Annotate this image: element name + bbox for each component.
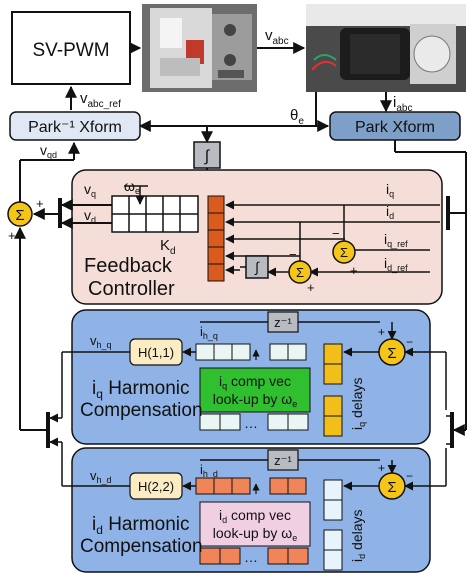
label-i-d: id <box>386 203 394 221</box>
label-v-qd: vqd <box>40 142 57 160</box>
inverse-park-label: Park⁻¹ Xform <box>28 119 122 136</box>
iq-lookup-line1: iq comp vec <box>219 373 291 391</box>
iq-delays-label: iq delays <box>349 378 367 431</box>
id-delays-label: id delays <box>349 510 367 563</box>
label-v-abc-ref: vabc_ref <box>80 90 121 110</box>
park-label: Park Xform <box>355 119 435 136</box>
svg-text:Σ: Σ <box>340 245 348 260</box>
label-i-h-q: ih_q <box>200 324 218 341</box>
svg-text:…: … <box>244 549 258 565</box>
svg-text:+: + <box>378 325 385 339</box>
label-v-h-q: vh_q <box>90 333 112 350</box>
label-i-abc: iabc <box>393 94 412 114</box>
iq-delay-column <box>323 343 343 437</box>
mux-bar-right-bottom <box>450 412 454 448</box>
svg-text:−: − <box>332 226 340 241</box>
id-lookup-block <box>199 501 311 547</box>
feedback-gain-column <box>207 195 225 282</box>
iq-vector-cells <box>199 413 309 431</box>
id-vector-cells <box>199 547 309 565</box>
label-i-q-ref: iq_ref <box>384 231 408 249</box>
svpwm-label: SV-PWM <box>32 40 109 61</box>
id-history-cells <box>195 477 307 495</box>
id-harmonic-title-1: id Harmonic <box>92 514 190 537</box>
svg-text:Σ: Σ <box>387 345 396 362</box>
label-v-h-d: vh_d <box>90 468 112 485</box>
feedback-controller-title-1: Feedback <box>84 255 173 277</box>
iq-harmonic-title-1: iq Harmonic <box>92 378 190 401</box>
label-i-d-ref: id_ref <box>384 255 408 273</box>
label-v-q: vq <box>84 181 96 199</box>
svg-text:∫: ∫ <box>254 259 260 275</box>
svg-text:+: + <box>350 263 358 278</box>
iq-harmonic-title-2: Compensation <box>80 400 203 421</box>
label-k-d: Kd <box>160 237 176 257</box>
mux-bar-left-top <box>58 198 62 228</box>
svg-text:z⁻¹: z⁻¹ <box>274 315 292 330</box>
id-lookup-line2: look-up by ωe <box>213 525 297 543</box>
id-delay-column <box>323 479 343 571</box>
svg-text:z⁻¹: z⁻¹ <box>274 453 292 468</box>
svg-text:+: + <box>8 228 16 243</box>
svpwm-block <box>11 11 131 85</box>
iq-history-cells <box>195 343 307 361</box>
label-i-q: iq <box>386 181 394 199</box>
inverter-photo <box>142 4 257 92</box>
motor-photo <box>306 4 466 92</box>
svg-text:Σ: Σ <box>15 207 24 224</box>
svg-text:+: + <box>36 196 44 211</box>
label-theta-e: θe <box>290 107 304 127</box>
iq-lookup-block <box>199 367 311 413</box>
mux-bar-left-bottom <box>46 412 50 448</box>
svg-text:Σ: Σ <box>387 479 396 496</box>
svg-text:+: + <box>378 461 385 475</box>
svg-text:−: − <box>289 247 297 262</box>
svg-text:H(2,2): H(2,2) <box>138 479 174 494</box>
svg-text:Σ: Σ <box>296 265 304 280</box>
inverse-park-block <box>9 111 141 141</box>
omega-integrator-symbol: ∫ <box>204 148 211 165</box>
label-v-abc: vabc <box>265 27 289 47</box>
svg-text:H(1,1): H(1,1) <box>138 345 174 360</box>
svg-text:−: − <box>406 469 413 483</box>
label-v-d: vd <box>84 207 96 225</box>
iq-lookup-line2: look-up by ωe <box>213 391 297 409</box>
kd-gain-matrix <box>111 195 199 233</box>
label-i-h-d: ih_d <box>200 462 218 479</box>
id-lookup-line1: id comp vec <box>219 507 291 525</box>
svg-text:+: + <box>307 280 315 295</box>
id-harmonic-title-2: Compensation <box>80 536 203 557</box>
mux-bar-right-top <box>446 196 450 230</box>
svg-text:−: − <box>406 335 413 349</box>
feedback-controller-title-2: Controller <box>88 278 175 300</box>
svg-text:…: … <box>244 415 258 431</box>
